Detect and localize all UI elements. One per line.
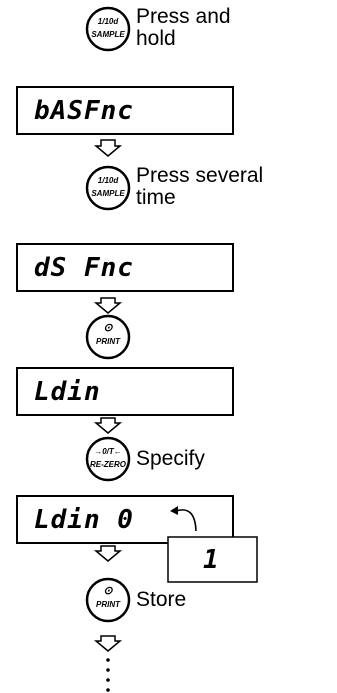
sample-button-bottom-text: SAMPLE: [91, 189, 125, 198]
print-button-text: PRINT: [96, 600, 120, 609]
step-2-label-line1: Press several: [136, 164, 264, 187]
down-arrow-icon: [93, 417, 123, 434]
re-zero-button-bottom-text: RE-ZERO: [90, 460, 126, 469]
sample-button-top-text: 1/10d: [97, 17, 119, 26]
display-text-3: Ldin: [34, 377, 101, 407]
down-arrow-icon: [93, 297, 123, 314]
print-button-symbol: ⊙: [103, 585, 113, 597]
down-arrow-icon: [93, 139, 123, 157]
print-button[interactable]: [85, 577, 131, 623]
display-frame-3: [16, 367, 234, 416]
sample-button-top-text: 1/10d: [97, 176, 119, 185]
re-zero-button-top-text: →0/T←: [94, 447, 122, 456]
display-frame-4: [16, 495, 234, 544]
step-2-label-line2: time: [136, 186, 176, 209]
sample-button[interactable]: [85, 6, 131, 52]
cycle-arrowhead-icon: [170, 506, 178, 515]
down-arrow-icon: [93, 635, 123, 652]
continuation-dot: [106, 668, 110, 672]
continuation-dot: [106, 678, 110, 682]
alternate-value-text: 1: [203, 545, 220, 575]
step-1-label-line2: hold: [136, 27, 176, 50]
display-text-4: Ldin 0: [34, 505, 134, 535]
display-text-1: bASFnc: [34, 96, 134, 126]
sample-button-bottom-text: SAMPLE: [91, 30, 125, 39]
print-button-text: PRINT: [96, 337, 120, 346]
step-1-label-line1: Press and: [136, 5, 231, 28]
sample-button[interactable]: [85, 165, 131, 211]
step-4-label: Specify: [136, 447, 205, 470]
display-frame-1: [16, 86, 234, 135]
step-5-label: Store: [136, 588, 187, 611]
display-text-2: dS Fnc: [34, 253, 134, 283]
display-frame-2: [16, 243, 234, 292]
continuation-dot: [106, 658, 110, 662]
continuation-dot: [106, 688, 110, 692]
print-button-symbol: ⊙: [103, 322, 113, 334]
print-button[interactable]: [85, 314, 131, 360]
re-zero-button[interactable]: [85, 436, 131, 482]
alternate-value-box: [167, 536, 258, 583]
down-arrow-icon: [93, 545, 123, 562]
cycle-arrow-icon: [175, 509, 197, 532]
